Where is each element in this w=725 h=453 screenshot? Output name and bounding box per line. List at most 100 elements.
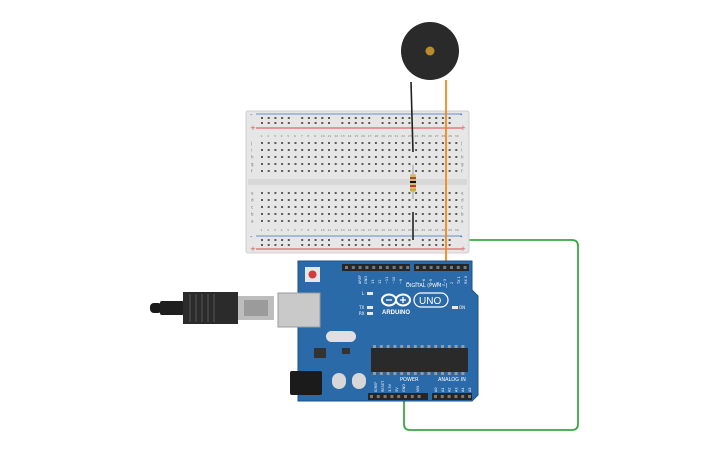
rail-hole[interactable] <box>321 122 324 124</box>
breadboard-hole[interactable] <box>354 170 357 172</box>
breadboard-hole[interactable] <box>261 199 263 201</box>
breadboard-hole[interactable] <box>448 213 451 215</box>
breadboard-hole[interactable] <box>314 199 317 201</box>
breadboard-hole[interactable] <box>361 220 364 222</box>
rail-hole[interactable] <box>401 117 404 119</box>
header-pin[interactable] <box>410 395 414 398</box>
breadboard-hole[interactable] <box>368 156 371 158</box>
breadboard-hole[interactable] <box>374 142 377 144</box>
breadboard-hole[interactable] <box>267 192 270 194</box>
breadboard-hole[interactable] <box>281 213 284 215</box>
header-pin[interactable] <box>456 266 460 269</box>
breadboard-hole[interactable] <box>428 206 431 208</box>
breadboard-hole[interactable] <box>261 142 263 144</box>
breadboard-hole[interactable] <box>307 192 310 194</box>
breadboard-hole[interactable] <box>334 163 337 165</box>
breadboard-hole[interactable] <box>368 199 371 201</box>
breadboard-hole[interactable] <box>334 142 337 144</box>
breadboard-hole[interactable] <box>287 156 290 158</box>
breadboard-hole[interactable] <box>401 163 404 165</box>
breadboard-hole[interactable] <box>348 199 351 201</box>
rail-hole[interactable] <box>261 117 263 119</box>
rail-hole[interactable] <box>395 122 397 124</box>
breadboard-hole[interactable] <box>267 206 270 208</box>
breadboard-hole[interactable] <box>328 163 330 165</box>
breadboard[interactable]: 1122334455667788991010111112121313141415… <box>245 110 470 254</box>
breadboard-hole[interactable] <box>441 192 444 194</box>
breadboard-hole[interactable] <box>455 213 458 215</box>
rail-hole[interactable] <box>354 117 357 119</box>
breadboard-hole[interactable] <box>287 220 290 222</box>
breadboard-hole[interactable] <box>341 213 344 215</box>
rail-hole[interactable] <box>435 239 438 241</box>
breadboard-hole[interactable] <box>321 192 324 194</box>
breadboard-hole[interactable] <box>274 220 277 222</box>
rail-hole[interactable] <box>274 122 277 124</box>
rail-hole[interactable] <box>274 117 277 119</box>
breadboard-hole[interactable] <box>374 199 377 201</box>
breadboard-hole[interactable] <box>334 192 337 194</box>
breadboard-hole[interactable] <box>267 163 270 165</box>
breadboard-hole[interactable] <box>428 220 431 222</box>
breadboard-hole[interactable] <box>374 220 377 222</box>
breadboard-hole[interactable] <box>381 142 384 144</box>
breadboard-hole[interactable] <box>408 192 411 194</box>
rail-hole[interactable] <box>428 239 431 241</box>
breadboard-hole[interactable] <box>448 206 451 208</box>
breadboard-hole[interactable] <box>428 156 431 158</box>
digital-header-right[interactable] <box>414 264 469 271</box>
breadboard-hole[interactable] <box>287 199 290 201</box>
breadboard-hole[interactable] <box>361 192 364 194</box>
breadboard-hole[interactable] <box>274 156 277 158</box>
rail-hole[interactable] <box>401 244 404 246</box>
breadboard-hole[interactable] <box>395 156 397 158</box>
header-pin[interactable] <box>351 266 355 269</box>
breadboard-hole[interactable] <box>314 220 317 222</box>
rail-hole[interactable] <box>368 239 371 241</box>
breadboard-hole[interactable] <box>401 192 404 194</box>
breadboard-hole[interactable] <box>435 142 438 144</box>
breadboard-hole[interactable] <box>435 199 438 201</box>
breadboard-hole[interactable] <box>374 213 377 215</box>
breadboard-hole[interactable] <box>408 156 411 158</box>
breadboard-hole[interactable] <box>261 163 263 165</box>
rail-hole[interactable] <box>401 122 404 124</box>
breadboard-hole[interactable] <box>395 170 397 172</box>
breadboard-hole[interactable] <box>455 156 458 158</box>
breadboard-hole[interactable] <box>281 199 284 201</box>
rail-hole[interactable] <box>381 117 384 119</box>
breadboard-hole[interactable] <box>287 206 290 208</box>
rail-hole[interactable] <box>321 117 324 119</box>
rail-hole[interactable] <box>381 244 384 246</box>
breadboard-hole[interactable] <box>361 170 364 172</box>
breadboard-hole[interactable] <box>408 142 411 144</box>
breadboard-hole[interactable] <box>395 149 397 151</box>
breadboard-hole[interactable] <box>428 170 431 172</box>
breadboard-hole[interactable] <box>261 220 263 222</box>
rail-hole[interactable] <box>287 122 290 124</box>
breadboard-hole[interactable] <box>328 170 330 172</box>
breadboard-hole[interactable] <box>281 149 284 151</box>
breadboard-hole[interactable] <box>388 149 391 151</box>
header-pin[interactable] <box>434 395 437 398</box>
breadboard-hole[interactable] <box>448 156 451 158</box>
rail-hole[interactable] <box>368 244 371 246</box>
breadboard-hole[interactable] <box>441 149 444 151</box>
breadboard-hole[interactable] <box>441 220 444 222</box>
rail-hole[interactable] <box>421 244 424 246</box>
rail-hole[interactable] <box>281 122 284 124</box>
breadboard-hole[interactable] <box>348 142 351 144</box>
breadboard-hole[interactable] <box>274 149 277 151</box>
rail-hole[interactable] <box>368 122 371 124</box>
breadboard-hole[interactable] <box>314 170 317 172</box>
breadboard-hole[interactable] <box>354 192 357 194</box>
breadboard-hole[interactable] <box>441 170 444 172</box>
breadboard-hole[interactable] <box>341 149 344 151</box>
breadboard-hole[interactable] <box>348 149 351 151</box>
rail-hole[interactable] <box>287 244 290 246</box>
breadboard-hole[interactable] <box>307 170 310 172</box>
breadboard-hole[interactable] <box>348 213 351 215</box>
breadboard-hole[interactable] <box>415 199 418 201</box>
breadboard-hole[interactable] <box>381 156 384 158</box>
breadboard-hole[interactable] <box>267 220 270 222</box>
